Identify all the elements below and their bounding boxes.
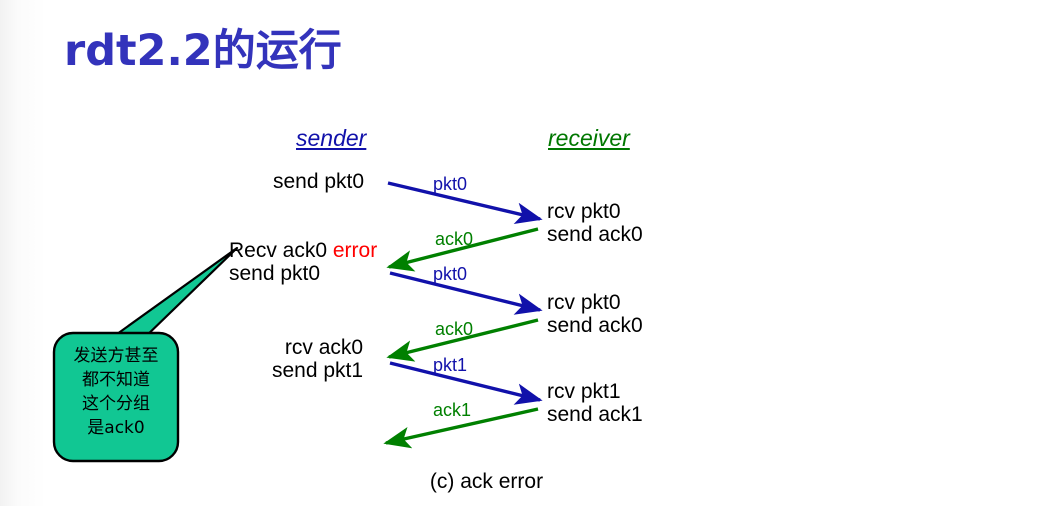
callout-line-3: 这个分组: [82, 394, 150, 415]
receiver-event-3-line1: rcv pkt1: [547, 380, 621, 403]
receiver-event-2: rcv pkt0 send ack0: [547, 291, 643, 337]
sender-event-3-line2: send pkt1: [272, 359, 364, 383]
sender-column-label: sender: [296, 125, 367, 151]
figure-caption-text: (c) ack error: [429, 470, 544, 493]
receiver-event-2-line1: rcv pkt0: [547, 291, 621, 314]
receiver-event-3-line2: send ack1: [547, 403, 643, 427]
sender-event-2-line1: Recv ack0: [229, 239, 333, 262]
error-text: error: [332, 239, 378, 262]
receiver-event-1: rcv pkt0 send ack0: [547, 200, 643, 246]
receiver-event-1-line2: send ack0: [547, 223, 643, 247]
receiver-column-label: receiver: [548, 125, 630, 151]
message-label-pkt0-second: pkt0: [433, 264, 468, 284]
sender-event-recv-ack0-error: Recv ack0 error send pkt0: [229, 239, 377, 285]
callout-line-4: 是ack0: [87, 418, 145, 439]
receiver-event-1-line1: rcv pkt0: [547, 200, 621, 223]
message-label-pkt1: pkt1: [433, 355, 468, 375]
callout-body: [52, 331, 180, 463]
receiver-event-3: rcv pkt1 send ack1: [547, 380, 643, 426]
page-title: rdt2.2的运行: [64, 26, 342, 76]
sender-event-rcv-ack0-send-pkt1: rcv ack0 send pkt1: [272, 336, 363, 382]
sender-event-send-pkt0: send pkt0: [273, 170, 364, 193]
sender-event-3-line1: rcv ack0: [284, 336, 364, 359]
sender-event-2-line2: send pkt0: [229, 262, 321, 286]
sender-event-2-line1-wrap: Recv ack0 error: [229, 239, 377, 262]
figure-caption: (c) ack error: [0, 470, 1049, 494]
message-label-ack0-second: ack0: [435, 319, 474, 339]
receiver-event-2-line2: send ack0: [547, 314, 643, 338]
sender-event-1-line1: send pkt0: [273, 170, 365, 193]
callout-line-1: 发送方甚至: [73, 346, 159, 366]
callout-text: 发送方甚至 都不知道 这个分组 是ack0: [56, 344, 176, 441]
callout-line-2: 都不知道: [82, 370, 150, 391]
message-label-pkt0-first: pkt0: [433, 174, 468, 194]
message-label-ack0-first: ack0: [435, 229, 474, 249]
message-label-ack1: ack1: [433, 400, 472, 420]
